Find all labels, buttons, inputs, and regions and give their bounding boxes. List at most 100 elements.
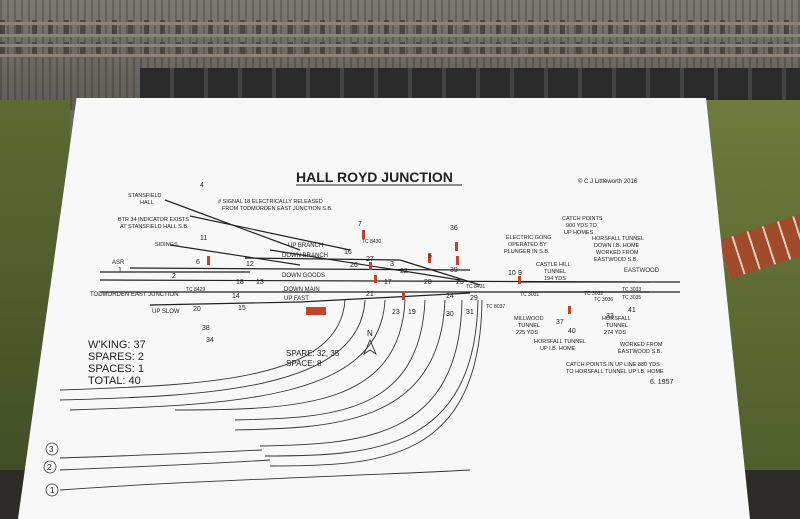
- lever-25: 25: [456, 279, 464, 286]
- lever-4: 4: [200, 182, 204, 189]
- horsfall-tunnel-2: TUNNEL: [606, 323, 628, 329]
- tc-3032: TC 3032: [584, 291, 603, 297]
- lever-3: 3: [390, 261, 394, 268]
- btr-note-1: BTR 34 INDICATOR EXISTS: [118, 217, 189, 223]
- horsfall-up-2: UP I.B. HOME: [540, 346, 576, 352]
- lever-5: 5: [428, 253, 432, 260]
- millwood-2: TUNNEL: [518, 323, 540, 329]
- lever-15: 15: [238, 305, 246, 312]
- lever-38: 38: [202, 325, 210, 332]
- lever-19: 19: [408, 309, 416, 316]
- up-slow-label: UP SLOW: [152, 309, 180, 315]
- tc-3031: TC 3031: [520, 292, 539, 298]
- lever-39: 39: [450, 267, 458, 274]
- hall-label: HALL: [140, 200, 154, 206]
- down-branch-label: DOWN BRANCH: [282, 253, 328, 259]
- total-count: TOTAL: 40: [88, 375, 141, 387]
- lever-28: 28: [424, 279, 432, 286]
- lever-11: 11: [200, 235, 207, 242]
- lever-13: 13: [256, 279, 264, 286]
- circled-1: 1: [50, 486, 55, 495]
- up-fast-label: UP FAST: [284, 296, 309, 302]
- lever-30: 30: [446, 311, 454, 318]
- track-lines: [99, 199, 680, 306]
- tc-3033: TC 3033: [622, 287, 641, 293]
- rail-lower-1: [0, 44, 800, 47]
- horsfall-down-3: WORKED FROM: [596, 250, 639, 256]
- space-list: SPACE: 8: [286, 359, 322, 368]
- tc-8431: TC 8431: [466, 284, 485, 290]
- castle-hill-1: CASTLE HILL: [536, 262, 571, 268]
- lever-40: 40: [568, 328, 576, 335]
- lever-27: 27: [366, 256, 374, 263]
- wking-count: W'KING: 37: [88, 339, 146, 351]
- catch-up-2: TO HORSFALL TUNNEL UP I.B. HOME: [566, 369, 664, 375]
- horsfall-down-4: EASTWOOD S.B.: [594, 257, 638, 263]
- castle-hill-2: TUNNEL: [544, 269, 566, 275]
- north-arrow-label: N: [367, 329, 373, 338]
- catch-points-2: 900 YDS TO: [566, 223, 598, 229]
- lever-6: 6: [196, 259, 200, 266]
- lever-12: 12: [246, 261, 254, 268]
- lever-2: 2: [172, 273, 176, 280]
- lever-24: 24: [446, 293, 454, 300]
- rail-upper-2: [0, 34, 800, 37]
- tc-8429: TC 8429: [186, 287, 205, 293]
- north-arrow-icon: [363, 338, 377, 356]
- lever-18: 18: [236, 279, 244, 286]
- lever-1: 1: [118, 267, 122, 274]
- todmorden-label: TODMORDEN EAST JUNCTION: [90, 292, 178, 298]
- lever-frame-model: [140, 68, 800, 100]
- horsfall-down-2: DOWN I.B. HOME: [594, 243, 640, 249]
- lever-21: 21: [366, 291, 374, 298]
- lever-26: 26: [350, 262, 358, 269]
- castle-hill-3: 194 YDS: [544, 276, 566, 282]
- btr-note-2: AT STANSFIELD HALL S.B.: [120, 224, 189, 230]
- signal-markers: [207, 230, 571, 315]
- lever-22: 22: [400, 268, 408, 275]
- spaces-count: SPACES: 1: [88, 363, 144, 375]
- diagram-title: HALL ROYD JUNCTION: [296, 169, 453, 185]
- spares-count: SPARES: 2: [88, 351, 144, 363]
- gong-note-1: ELECTRIC GONG: [506, 235, 552, 241]
- circled-3: 3: [49, 445, 54, 454]
- lever-23: 23: [392, 309, 400, 316]
- lever-10: 10: [508, 270, 516, 277]
- spare-list: SPARE: 32, 35: [286, 349, 340, 358]
- down-main-label: DOWN MAIN: [284, 287, 320, 293]
- lever-17: 17: [384, 279, 392, 286]
- copyright-text: © C J Littleworth 2016: [578, 178, 638, 185]
- stansfield-label: STANSFIELD: [128, 193, 162, 199]
- horsfall-up-1: HORSFALL TUNNEL: [534, 339, 586, 345]
- catch-points-3: UP HOMES: [564, 230, 594, 236]
- lever-16: 16: [344, 249, 352, 256]
- worked-from-1: WORKED FROM: [620, 342, 663, 348]
- lever-numbers: 7 16 26 27 3 22 5 36 39 25 24 29 30 31 2…: [118, 182, 636, 344]
- catch-up-1: CATCH POINTS IN UP LINE 880 YDS: [566, 362, 660, 368]
- worked-from-2: EASTWOOD S.B.: [618, 349, 662, 355]
- lever-31: 31: [466, 309, 474, 316]
- lever-33: 33: [606, 313, 614, 320]
- lever-29: 29: [470, 295, 478, 302]
- gong-note-2: OPERATED BY: [508, 242, 547, 248]
- lever-14: 14: [232, 293, 240, 300]
- horsfall-down-1: HORSFALL TUNNEL: [592, 236, 644, 242]
- asr-label: ASR: [112, 260, 125, 266]
- down-goods-label: DOWN GOODS: [282, 273, 325, 279]
- tc-3036: TC 3036: [594, 297, 613, 303]
- horsfall-tunnel-3: 274 YDS: [604, 330, 626, 336]
- lever-20: 20: [193, 306, 201, 313]
- catch-points-1: CATCH POINTS: [562, 216, 603, 222]
- circled-2: 2: [47, 463, 52, 472]
- millwood-1: MILLWOOD: [514, 316, 544, 322]
- signal-note-1: # SIGNAL 18 ELECTRICALLY RELEASED: [218, 199, 323, 205]
- rail-upper-1: [0, 22, 800, 25]
- lever-7: 7: [358, 221, 362, 228]
- eastwood-label: EASTWOOD: [624, 268, 660, 274]
- lever-34: 34: [206, 337, 214, 344]
- lever-lead-lines: [59, 299, 483, 491]
- signal-note-2: FROM TODMORDEN EAST JUNCTION S.B.: [222, 206, 333, 212]
- tc-8430: TC 8430: [362, 239, 381, 245]
- tc-8037: TC 8037: [486, 304, 505, 310]
